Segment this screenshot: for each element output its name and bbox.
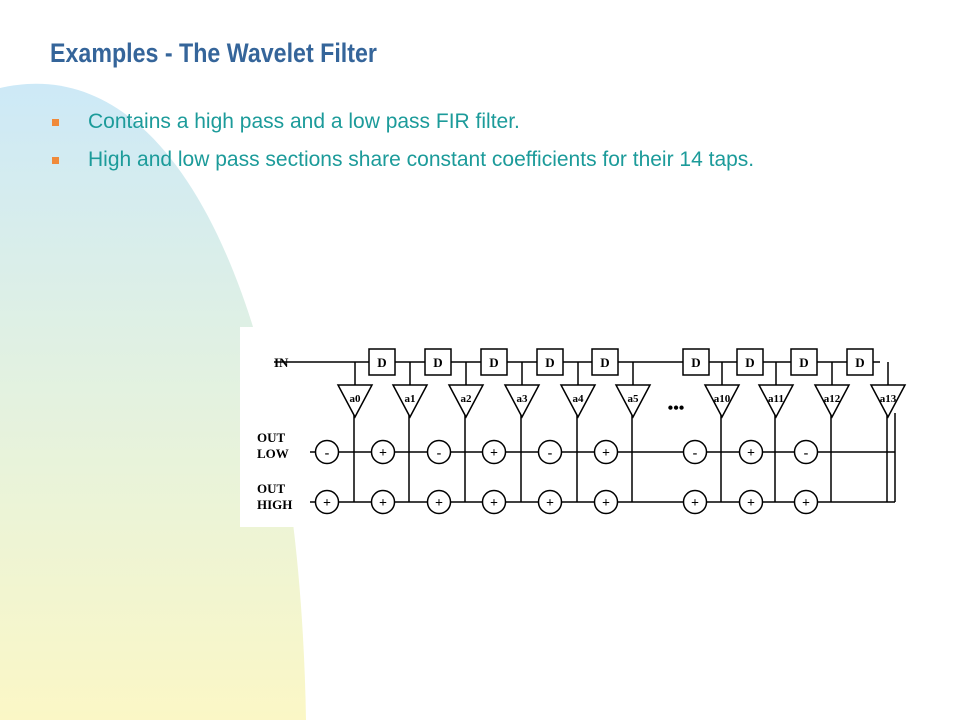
coefficient-multiplier (869, 384, 907, 419)
coefficient-label: a12 (824, 393, 841, 405)
adder-low-sign: - (548, 446, 553, 461)
adder-high-sign: + (435, 496, 443, 511)
delay-label: D (433, 355, 442, 370)
delay-block (736, 348, 764, 376)
output-high-label: OUT (257, 481, 286, 496)
coefficient-label: a4 (573, 393, 585, 405)
delay-label: D (691, 355, 700, 370)
adder-high-sign: + (691, 496, 699, 511)
bullet-text: High and low pass sections share constan… (88, 148, 755, 171)
adder-low-sign: - (325, 446, 330, 461)
adder-high (537, 489, 563, 515)
delay-label: D (377, 355, 386, 370)
adder-low (682, 439, 708, 465)
coefficient-multiplier (336, 384, 374, 419)
adder-high (314, 489, 340, 515)
delay-label: D (745, 355, 754, 370)
delay-label: D (799, 355, 808, 370)
delay-label: D (600, 355, 609, 370)
bullet-list: Contains a high pass and a low pass FIR … (52, 108, 912, 184)
adder-low (314, 439, 340, 465)
delay-block (368, 348, 396, 376)
coefficient-label: a11 (768, 393, 784, 405)
delay-block (424, 348, 452, 376)
coefficient-multiplier (757, 384, 795, 419)
delay-block (846, 348, 874, 376)
output-low-label: OUT (257, 430, 286, 445)
delay-label: D (855, 355, 864, 370)
coefficient-multiplier (614, 384, 652, 419)
square-bullet-icon (52, 119, 59, 126)
adder-high (682, 489, 708, 515)
adder-low (426, 439, 452, 465)
slide-title: Examples - The Wavelet Filter (50, 38, 377, 68)
adder-low-sign: + (379, 446, 387, 461)
adder-low (537, 439, 563, 465)
coefficient-multiplier (391, 384, 429, 419)
adder-high (738, 489, 764, 515)
bullet-text: Contains a high pass and a low pass FIR … (88, 110, 520, 133)
coefficient-label: a10 (714, 393, 731, 405)
coefficient-multiplier (813, 384, 851, 419)
coefficient-label: a13 (880, 393, 897, 405)
adder-high-sign: + (323, 496, 331, 511)
adder-high-sign: + (802, 496, 810, 511)
adder-low-sign: + (490, 446, 498, 461)
delay-block (536, 348, 564, 376)
adder-low-sign: + (602, 446, 610, 461)
adder-low-sign: + (747, 446, 755, 461)
adder-low-sign: - (437, 446, 442, 461)
coefficient-label: a2 (461, 393, 473, 405)
delay-label: D (545, 355, 554, 370)
adder-high (426, 489, 452, 515)
adder-low (738, 439, 764, 465)
fir-filter-diagram: D D D D D D D D Da0 a1 a2 a3 a4 a5 a10 a11 a12 a13 - + - + - + -… (240, 327, 920, 527)
adder-high (481, 489, 507, 515)
output-low-label: LOW (257, 446, 289, 461)
delay-block (790, 348, 818, 376)
adder-low-sign: - (693, 446, 698, 461)
bullet-item: Contains a high pass and a low pass FIR … (52, 108, 912, 136)
adder-high (793, 489, 819, 515)
coefficient-label: a0 (350, 393, 362, 405)
adder-low-sign: - (804, 446, 809, 461)
output-high-label: HIGH (257, 497, 292, 512)
adder-high (370, 489, 396, 515)
coefficient-multiplier (447, 384, 485, 419)
input-label: IN (274, 355, 289, 370)
coefficient-multiplier (559, 384, 597, 419)
adder-low (793, 439, 819, 465)
coefficient-label: a3 (517, 393, 529, 405)
delay-block (682, 348, 710, 376)
delay-block (480, 348, 508, 376)
adder-high-sign: + (490, 496, 498, 511)
adder-high-sign: + (747, 496, 755, 511)
coefficient-multiplier (703, 384, 741, 419)
adder-high-sign: + (379, 496, 387, 511)
delay-block (591, 348, 619, 376)
adder-low (481, 439, 507, 465)
adder-high-sign: + (546, 496, 554, 511)
adder-low (593, 439, 619, 465)
adder-high-sign: + (602, 496, 610, 511)
adder-low (370, 439, 396, 465)
adder-high (593, 489, 619, 515)
delay-label: D (489, 355, 498, 370)
square-bullet-icon (52, 157, 59, 164)
coefficient-multiplier (503, 384, 541, 419)
ellipsis-label: ••• (668, 400, 685, 417)
bullet-item: High and low pass sections share constan… (52, 146, 912, 174)
coefficient-label: a5 (628, 393, 640, 405)
coefficient-label: a1 (405, 393, 416, 405)
